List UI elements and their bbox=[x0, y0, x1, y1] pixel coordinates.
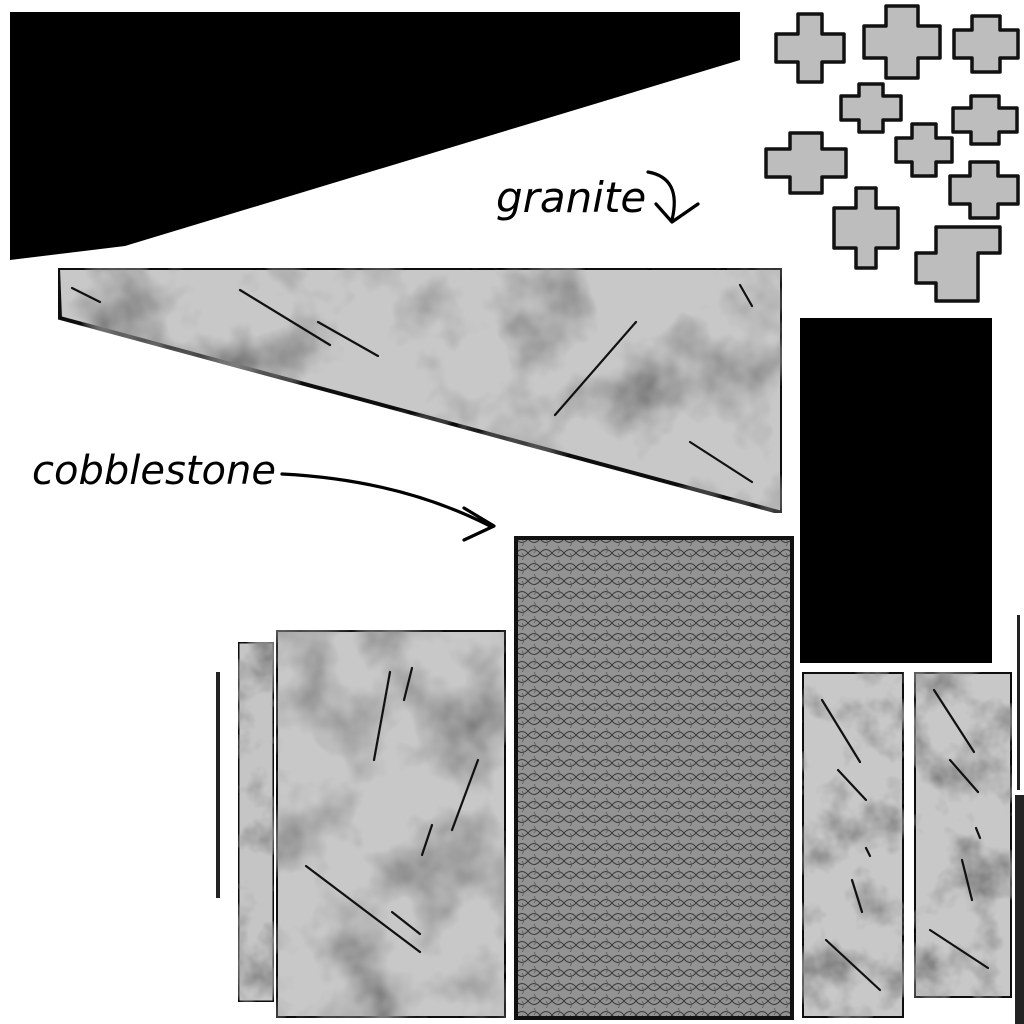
edge-bar-right-bottom bbox=[1015, 795, 1024, 1024]
granite-wedge-scratches bbox=[70, 283, 754, 484]
cross-stone-icon bbox=[948, 160, 1020, 220]
cross-stone-icon bbox=[952, 14, 1020, 74]
cross-stone-icon bbox=[914, 225, 1002, 303]
cross-stone-icon bbox=[862, 4, 942, 80]
black-panel-right bbox=[800, 318, 992, 663]
edge-bar-right-top bbox=[1017, 615, 1020, 790]
cross-stone-pieces bbox=[764, 4, 1020, 303]
granite-edge-strip bbox=[236, 640, 276, 1004]
cross-stone-icon bbox=[839, 82, 903, 134]
black-wedge-top bbox=[10, 12, 740, 260]
granite-panel-narrow-2-scratches bbox=[928, 688, 990, 970]
cross-stone-icon bbox=[894, 122, 954, 178]
cross-stone-icon bbox=[951, 94, 1019, 146]
granite-block-left bbox=[274, 628, 508, 1020]
granite-block-left-scratches bbox=[304, 666, 480, 954]
cross-stone-icon bbox=[832, 186, 900, 270]
granite-label: granite bbox=[496, 173, 646, 222]
cross-stone-icon bbox=[764, 131, 848, 195]
granite-panel-narrow-1 bbox=[800, 670, 906, 1020]
granite-panel-narrow-1-scratches bbox=[820, 698, 882, 992]
curved-arrow-icon bbox=[280, 472, 496, 542]
cobblestone-panel bbox=[514, 536, 794, 1020]
cross-stone-icon bbox=[774, 12, 846, 84]
curved-arrow-icon bbox=[646, 170, 700, 224]
granite-panel-narrow-2 bbox=[912, 670, 1014, 1000]
cobblestone-label: cobblestone bbox=[32, 448, 276, 494]
granite-wedge bbox=[55, 266, 784, 516]
